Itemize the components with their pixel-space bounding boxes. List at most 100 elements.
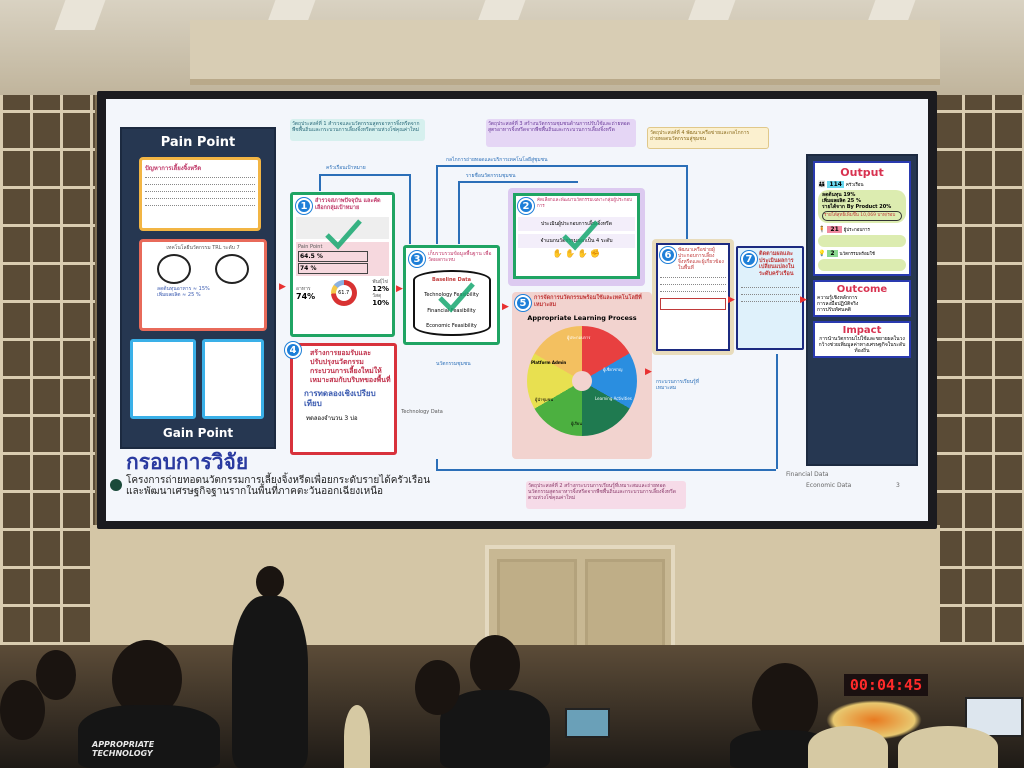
step-1-title: สำรวจสภาพปัจจุบัน และคัดเลือกกลุ่มเป้าหม… xyxy=(315,198,381,211)
trl-box: เทคโนโลยีนวัตกรรม TRL ระดับ 7 ลดต้นทุนอา… xyxy=(139,239,267,331)
label-learning-process: กระบวนการเรียนรู้ที่เหมาะสม xyxy=(656,379,700,391)
objective-2: วัตถุประสงค์ที่ 2 สร้างกระบวนการเรียนรู้… xyxy=(526,481,686,509)
step-6-title: พัฒนาเครือข่ายผู้ประกอบการเลี้ยงจิ้งหรีด… xyxy=(678,247,724,271)
segment-label: Platform Admin xyxy=(531,360,567,365)
results-panel: Output 👪 114 ครัวเรือน ลดต้นทุน 19% เพิ่… xyxy=(806,154,918,466)
trl-bullet-yield: เพิ่มผลผลิต ≈ 25 % xyxy=(157,292,201,298)
other-pct: 10% xyxy=(372,299,389,307)
step-4-title: สร้างการยอมรับและปรับปรุงนวัตกรรมกระบวนก… xyxy=(310,349,391,384)
segment-label: ผู้เรียน xyxy=(571,421,582,426)
label-financial-data: Financial Data xyxy=(786,471,829,478)
step-7-title: ติดตามผลและประเมินผลการเปลี่ยนแปลงในระดั… xyxy=(759,251,795,277)
arrow-icon: ▶ xyxy=(800,295,807,305)
audience-member xyxy=(752,663,818,743)
projection-screen: วัตถุประสงค์ที่ 1 สำรวจและนวัตกรรมสูตรอา… xyxy=(97,91,937,529)
output-bullet: เพิ่มผลผลิต 25 % xyxy=(822,198,861,204)
slide-subtitles: โครงการถ่ายทอดนวัตกรรมการเลี้ยงจิ้งหรีดเ… xyxy=(126,475,518,497)
households-label: ครัวเรือน xyxy=(845,183,864,188)
slide-logo-icon xyxy=(110,479,122,491)
cost-donut: 61.7 xyxy=(330,280,357,306)
slide-subtitle-1: โครงการถ่ายทอดนวัตกรรมการเลี้ยงจิ้งหรีดเ… xyxy=(126,475,431,486)
stat-74: 74 % xyxy=(298,263,368,274)
arrow-icon: ▶ xyxy=(279,282,286,292)
audience-member xyxy=(0,680,45,740)
right-lattice-window xyxy=(932,95,1024,645)
impact-text: การนำนวัตกรรมไปใช้และขยายผลในวงกว้างช่วย… xyxy=(818,335,906,354)
step-4-badge: 4 xyxy=(285,342,301,358)
problem-box: ปัญหาการเลี้ยงจิ้งหรีด xyxy=(139,157,261,231)
trl-bullet-cost: ลดต้นทุนอาหาร ≈ 15% xyxy=(157,286,210,292)
step-7-badge: 7 xyxy=(741,251,757,267)
objective-1: วัตถุประสงค์ที่ 1 สำรวจและนวัตกรรมสูตรอา… xyxy=(290,119,425,141)
step-4-adoption-box: 4 สร้างการยอมรับและปรับปรุงนวัตกรรมกระบว… xyxy=(285,342,397,455)
arrow-icon: ▶ xyxy=(396,284,403,294)
slide-subtitle-2: และพัฒนาเศรษฐกิจฐานรากในพื้นที่ภาคตะวันอ… xyxy=(126,486,384,497)
households-count: 114 xyxy=(827,181,844,188)
outcome-bullet: ความรู้เชิงหลักการ xyxy=(817,294,858,301)
laptop xyxy=(565,708,610,738)
person-icon: 🧍 xyxy=(818,225,826,233)
outcome-bullet: การปรับทัศนคติ xyxy=(817,306,852,313)
label-economic-data: Economic Data xyxy=(806,482,852,489)
output-bullet: ลดต้นทุน 19% xyxy=(822,192,856,198)
innovations-count: 2 xyxy=(827,249,838,257)
pain-point-heading: Pain Point xyxy=(160,135,236,150)
slide-title: กรอบการวิจัย xyxy=(126,450,249,474)
food-pct: 74% xyxy=(296,291,316,301)
chair xyxy=(898,726,998,768)
label-innovation-community: นวัตกรรมชุมชน xyxy=(436,361,471,367)
seed-label: พันธุ์ไข่ xyxy=(372,279,388,285)
step-1-badge: 1 xyxy=(296,198,312,214)
shirt-text: APPROPRIATE TECHNOLOGY xyxy=(92,740,155,758)
outcome-heading: Outcome xyxy=(836,283,888,295)
innovations-label: นวัตกรรมพร้อมใช้ xyxy=(839,251,875,257)
step-3-title: เก็บรวบรวมข้อมูลพื้นฐาน เพื่อวัดผลกระทบ xyxy=(428,251,492,263)
audience-member xyxy=(78,705,220,768)
audience-member xyxy=(440,690,550,768)
speaker xyxy=(232,596,308,768)
audience-member xyxy=(470,635,520,695)
outcome-bullet: การลงมือปฏิบัติจริง xyxy=(817,300,859,307)
speaker-head xyxy=(256,566,284,598)
audience-member xyxy=(415,660,460,715)
segment-label: ผู้นำชุมชน xyxy=(535,397,554,402)
arrow-icon: ▶ xyxy=(728,295,735,305)
objective-4: วัตถุประสงค์ที่ 4 พัฒนาเครือข่ายและกลไกก… xyxy=(647,127,769,149)
step-2-classify: จำแนกนวัตกรรมออกเป็น 4 ระดับ xyxy=(518,234,635,248)
problem-title: ปัญหาการเลี้ยงจิ้งหรีด xyxy=(145,165,202,172)
outcome-box: Outcome ความรู้เชิงหลักการ การลงมือปฏิบั… xyxy=(813,279,911,317)
segment-label: Learning Activities xyxy=(595,396,632,401)
step-2-title: คัดเลือกและพัฒนานวัตกรรมเฉพาะกลุ่มผู้ประ… xyxy=(537,198,632,209)
seed-pct: 12% xyxy=(372,285,389,293)
family-icon: 👪 xyxy=(818,181,826,188)
pain-gain-panel: Pain Point ปัญหาการเลี้ยงจิ้งหรีด เทคโนโ… xyxy=(120,127,276,449)
learning-wheel: Platform Admin ผู้ประกอบการ ผู้เชี่ยวชาญ… xyxy=(527,326,637,436)
ceiling-band xyxy=(190,20,940,85)
step-6-badge: 6 xyxy=(660,247,676,263)
label-target-households: ครัวเรือนเป้าหมาย xyxy=(326,165,366,171)
output-box: Output 👪 114 ครัวเรือน ลดต้นทุน 19% เพิ่… xyxy=(813,161,911,276)
stat-64: 64.5 % xyxy=(298,251,368,262)
donut-label: 61.7 xyxy=(335,285,352,301)
db-financial: Financial Feasibility xyxy=(427,307,476,314)
output-bullet: รายได้จาก By Product 20% xyxy=(822,204,892,210)
income-pill: รายได้สุทธิเพิ่มขึ้น 10,069 บาท/รอบ xyxy=(822,211,902,221)
left-lattice-window xyxy=(0,95,95,645)
arrow-icon: ▶ xyxy=(645,367,652,377)
audience-member xyxy=(36,650,76,700)
output-heading: Output xyxy=(840,166,884,179)
chair xyxy=(344,705,370,768)
impact-heading: Impact xyxy=(842,324,882,336)
segment-label: ผู้ประกอบการ xyxy=(567,335,591,340)
gain-box-right xyxy=(202,339,264,419)
database-icon: Baseline Data Technology Feasibility Fin… xyxy=(412,270,491,336)
lightbulb-icon: 💡 xyxy=(818,249,826,257)
db-baseline: Baseline Data xyxy=(432,276,471,283)
db-technology: Technology Feasibility xyxy=(424,292,479,299)
chair xyxy=(808,726,888,768)
